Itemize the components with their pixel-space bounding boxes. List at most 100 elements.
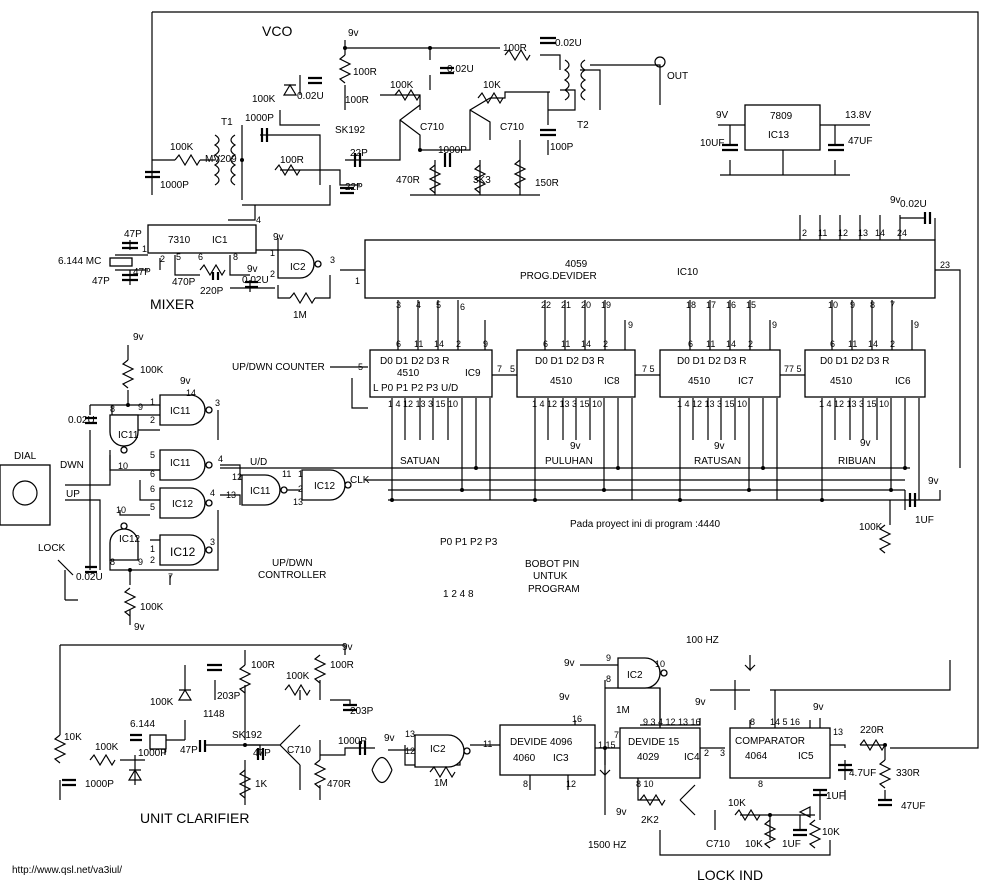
label-clk: CLK (350, 475, 370, 486)
label-pin11-ic2c: 11 (483, 739, 492, 749)
label-pin11-ic11: 11 (282, 469, 291, 479)
label-t1: T1 (221, 117, 233, 128)
label-unit-clarifier: UNIT CLARIFIER (140, 810, 249, 826)
label-pin2-ic1: 2 (160, 254, 165, 264)
label-ic4-pins-top: 9 3 4 12 13 16 (643, 717, 701, 727)
label-1000p-mid: 1000P (438, 145, 467, 156)
label-c710-b: C710 (500, 122, 524, 133)
label-7310: 7310 (168, 235, 191, 246)
label-ic11-a: IC11 (170, 406, 191, 417)
label-6144-clar: 6.144 (130, 719, 155, 730)
label-mv209: MV209 (205, 154, 237, 165)
label-pin1-ic2: 1 (270, 248, 275, 258)
label-002u-vco: 0.02U (447, 64, 474, 75)
label-9v-lock: 9v (616, 807, 627, 818)
label-p17: 17 (706, 300, 716, 310)
label-p11-ic8: 11 (561, 339, 570, 349)
ic11-nand-gate-a (159, 394, 206, 426)
label-pin1-ic1: 1 (142, 244, 147, 254)
label-8-10-ic4: 8 10 (636, 779, 654, 789)
label-ic2-mixer: IC2 (290, 262, 306, 273)
label-8-ic3: 8 (523, 779, 528, 789)
label-p7: 7 (890, 300, 895, 310)
label-vco-title: VCO (262, 23, 292, 39)
label-p6-ic9b: 6 (396, 339, 401, 349)
label-9v-mixer: 9v (247, 264, 258, 275)
label-pin1-ic10: 1 (355, 276, 360, 286)
label-pin3-ic12: 3 (210, 537, 215, 547)
varactor-diode-vco (282, 83, 298, 96)
label-100k-vco-b: 100K (252, 94, 276, 105)
label-002u-mixer: 0.02U (242, 275, 269, 286)
crystal-6144-mixer (109, 257, 133, 267)
label-c710-lock: C710 (706, 839, 730, 850)
label-p2-ic9: 2 (456, 339, 461, 349)
label-mixer-title: MIXER (150, 296, 194, 312)
label-p5-ic9: 5 (436, 300, 441, 310)
label-9v-ic2b: 9v (564, 658, 575, 669)
label-100k-clar-a: 100K (286, 671, 310, 682)
label-pin1-ic12b: 1 (150, 544, 155, 554)
label-p6-ic7: 6 (688, 339, 693, 349)
label-devide-15: DEVIDE 15 (628, 737, 680, 748)
label-pin6-ic11: 6 (150, 469, 155, 479)
label-p-labels: P0 P1 P2 P3 (440, 537, 498, 548)
label-p14-ic8: 14 (581, 339, 591, 349)
label-47uf-reg: 47UF (848, 136, 872, 147)
label-100r-top: 100R (503, 43, 527, 54)
label-pin5-ic12: 5 (150, 502, 155, 512)
label-pin23: 23 (940, 260, 950, 270)
ic11-nand-gate-b (159, 449, 206, 481)
label-9v-ic10: 9v (890, 195, 901, 206)
label-p10: 10 (828, 300, 838, 310)
label-pin13-ic2c: 13 (405, 729, 415, 739)
label-updwn-counter: UP/DWN COUNTER (232, 362, 325, 373)
label-1000p-vco: 1000P (245, 113, 274, 124)
led-diode (798, 806, 811, 818)
label-100hz: 100 HZ (686, 635, 719, 646)
label-ic9-4510: 4510 (397, 368, 420, 379)
label-p14-ic6: 14 (868, 339, 878, 349)
label-d-labels-ic9: D0 D1 D2 D3 R (380, 356, 449, 367)
label-sk192-clar: SK192 (232, 730, 262, 741)
label-1k-clar: 1K (255, 779, 268, 790)
label-pin8-ic11: 8 (110, 404, 115, 414)
label-updwn-ctrl-1: UP/DWN (272, 558, 313, 569)
label-pin1-ic11: 1 (150, 397, 155, 407)
label-ic10-4059: 4059 (565, 259, 588, 270)
label-1m-ic2b: 1M (616, 705, 630, 716)
label-p9-ic8: 9 (628, 320, 633, 330)
label-pin10-ic2b: 10 (655, 659, 665, 669)
label-ic1: IC1 (212, 235, 228, 246)
label-100r-clar-a: 100R (251, 660, 275, 671)
label-p9-ic7: 9 (772, 320, 777, 330)
label-47p-clar-b: 47P (253, 748, 271, 759)
ic1-7310-box (147, 224, 257, 254)
label-10k-lock-b: 10K (745, 839, 763, 850)
label-470r-vco: 470R (396, 175, 420, 186)
label-ic5-4064: 4064 (745, 751, 768, 762)
label-p6-ic6: 6 (830, 339, 835, 349)
label-ic11-b: IC11 (170, 458, 191, 469)
label-9v-ic8b: 9v (570, 441, 581, 452)
label-ic9: IC9 (465, 368, 481, 379)
label-pin4-ic11: 4 (218, 454, 223, 464)
label-pin2-ic12b: 2 (150, 555, 155, 565)
label-9v-ctrl: 9v (133, 332, 144, 343)
ic5-4064-box (729, 727, 831, 779)
label-pin13-ic11: 13 (226, 490, 236, 500)
label-pb-ic9: 1 4 12 13 3 15 10 (388, 399, 458, 409)
label-pin5-in: 5 (358, 362, 363, 372)
label-pin5-ic8: 5 (510, 364, 515, 374)
label-pin7-ic4: 7 (614, 730, 619, 740)
label-ic4-4029: 4029 (637, 752, 660, 763)
label-22p-b: 22P (345, 182, 363, 193)
label-9v-ic7b: 9v (714, 441, 725, 452)
label-9v-ctrl-b: 9v (134, 622, 145, 633)
label-pin2-ic12: 2 (298, 484, 303, 494)
label-1000p-left: 1000P (160, 180, 189, 191)
label-pin7-ic9: 7 (497, 364, 502, 374)
lock-switch (57, 559, 78, 601)
